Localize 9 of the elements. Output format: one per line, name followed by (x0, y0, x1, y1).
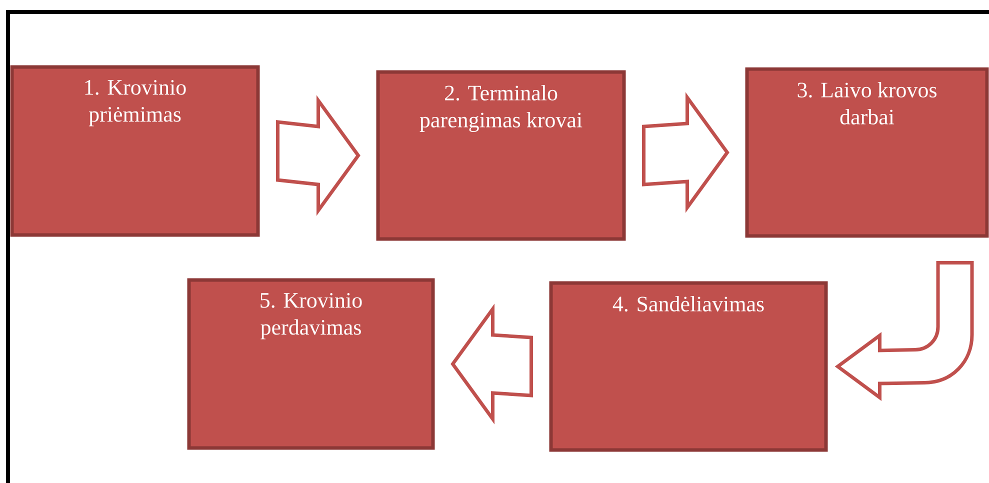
block-arrow (450, 304, 533, 424)
process-box: 4. Sandėliavimas (549, 281, 828, 452)
process-box: 3. Laivo krovos darbai (745, 67, 989, 238)
block-arrow (642, 92, 730, 213)
process-box: 5. Krovinio perdavimas (187, 278, 435, 450)
block-arrow (276, 95, 360, 216)
block-arrow (836, 261, 974, 400)
process-box: 2. Terminalo parengimas krovai (376, 70, 626, 241)
process-box: 1. Krovinio priėmimas (10, 65, 260, 237)
